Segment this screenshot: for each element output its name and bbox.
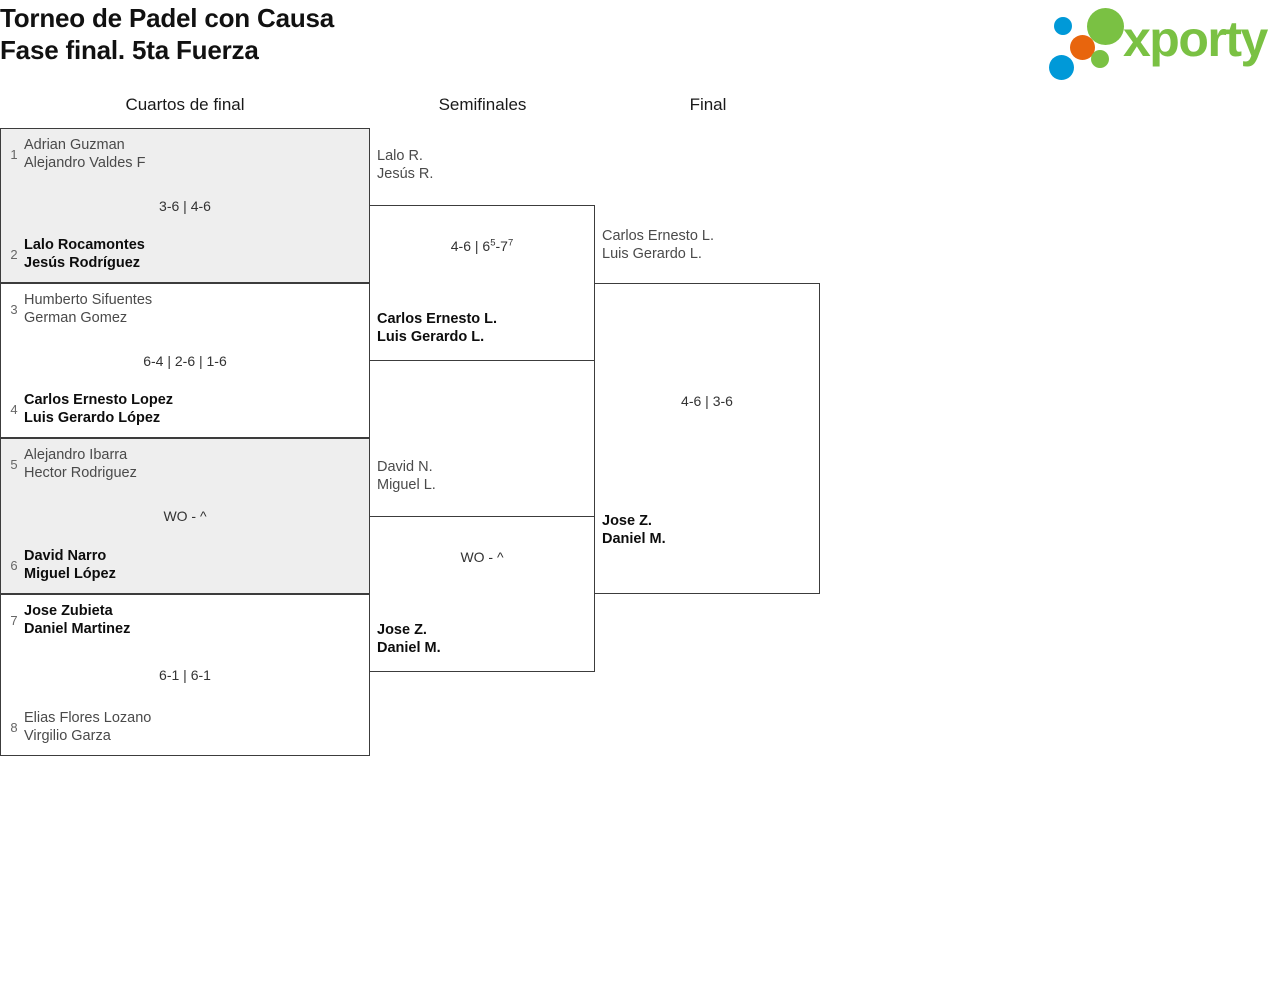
match-box-final[interactable] bbox=[594, 283, 820, 594]
player-name-1: David N. bbox=[377, 459, 433, 475]
seed-number: 7 bbox=[10, 612, 18, 628]
page-title: Torneo de Padel con Causa Fase final. 5t… bbox=[0, 2, 334, 66]
logo-dots-icon bbox=[1049, 6, 1135, 80]
seed-number: 2 bbox=[10, 246, 18, 262]
round-header-final: Final bbox=[689, 95, 727, 114]
tournament-phase: Fase final. 5ta Fuerza bbox=[0, 35, 259, 65]
logo-dot-green-small-icon bbox=[1091, 50, 1109, 68]
player-name-1: Jose Z. bbox=[602, 513, 652, 529]
team-final-bottom[interactable]: Jose Z. Daniel M. bbox=[602, 512, 666, 548]
logo-dot-blue-bottom-icon bbox=[1049, 55, 1074, 80]
player-name-1: Alejandro Ibarra bbox=[24, 447, 128, 463]
player-name-1: Carlos Ernesto L. bbox=[377, 311, 498, 327]
match-score: 6-4 | 2-6 | 1-6 bbox=[143, 352, 227, 369]
player-name-1: David Narro bbox=[24, 548, 107, 564]
player-name-2: Hector Rodriguez bbox=[24, 465, 137, 481]
logo-dot-blue-top-icon bbox=[1054, 17, 1072, 35]
player-name-2: Luis Gerardo López bbox=[24, 410, 161, 426]
player-name-2: Daniel M. bbox=[602, 531, 666, 547]
seed-number: 6 bbox=[10, 557, 18, 573]
player-name-2: Miguel López bbox=[24, 566, 116, 582]
seed-number: 1 bbox=[10, 146, 18, 162]
match-box-quarterfinal-1[interactable] bbox=[0, 128, 370, 283]
logo-dot-green-big-icon bbox=[1087, 8, 1124, 45]
player-name-1: Lalo R. bbox=[377, 148, 423, 164]
seed-number: 5 bbox=[10, 456, 18, 472]
match-box-semifinal-2[interactable] bbox=[369, 516, 595, 672]
player-name-1: Lalo Rocamontes bbox=[24, 237, 145, 253]
player-name-2: Virgilio Garza bbox=[24, 728, 111, 744]
match-score: WO - ^ bbox=[460, 549, 504, 565]
team-names: Carlos Ernesto L. Luis Gerardo L. bbox=[602, 227, 714, 263]
tournament-name: Torneo de Padel con Causa bbox=[0, 3, 335, 33]
round-header-semifinals: Semifinales bbox=[438, 95, 527, 114]
seed-number: 8 bbox=[10, 719, 18, 735]
match-box-quarterfinal-4[interactable] bbox=[0, 594, 370, 756]
xporty-logo[interactable]: xporty bbox=[1049, 6, 1277, 80]
team-names: Carlos Ernesto L. Luis Gerardo L. bbox=[377, 310, 497, 346]
player-name-1: Elias Flores Lozano bbox=[24, 710, 152, 726]
player-name-2: Daniel Martinez bbox=[24, 621, 131, 637]
player-name-1: Jose Zubieta bbox=[24, 603, 113, 619]
player-name-1: Jose Z. bbox=[377, 622, 427, 638]
match-score: 3-6 | 4-6 bbox=[159, 197, 211, 214]
team-names: Jose Z. Daniel M. bbox=[377, 621, 441, 657]
player-name-2: Luis Gerardo L. bbox=[377, 329, 485, 345]
team-names: Jose Z. Daniel M. bbox=[602, 512, 666, 548]
player-name-2: Alejandro Valdes F bbox=[24, 155, 146, 171]
match-score: 6-1 | 6-1 bbox=[159, 667, 211, 683]
player-name-1: Humberto Sifuentes bbox=[24, 292, 153, 308]
player-name-2: Miguel L. bbox=[377, 477, 436, 493]
match-score: 4-6 | 65-77 bbox=[450, 237, 514, 254]
seed-number: 3 bbox=[10, 301, 18, 317]
player-name-2: German Gomez bbox=[24, 310, 128, 326]
player-name-1: Adrian Guzman bbox=[24, 137, 125, 153]
player-name-2: Luis Gerardo L. bbox=[602, 246, 702, 262]
player-name-1: Carlos Ernesto L. bbox=[602, 228, 715, 244]
team-sf1-bottom[interactable]: Carlos Ernesto L. Luis Gerardo L. bbox=[377, 310, 497, 346]
player-name-1: Carlos Ernesto Lopez bbox=[24, 392, 174, 408]
match-score: WO - ^ bbox=[163, 508, 207, 524]
match-box-quarterfinal-2[interactable] bbox=[0, 283, 370, 438]
round-header-quarterfinals: Cuartos de final bbox=[125, 95, 245, 114]
player-name-2: Daniel M. bbox=[377, 640, 441, 656]
logo-wordmark: xporty bbox=[1123, 11, 1268, 67]
match-score: 4-6 | 3-6 bbox=[681, 393, 733, 409]
team-names: David N. Miguel L. bbox=[377, 458, 436, 494]
seed-number: 4 bbox=[10, 401, 18, 417]
player-name-2: Jesús R. bbox=[377, 166, 434, 182]
team-names: Lalo R. Jesús R. bbox=[377, 147, 433, 183]
logo-dot-orange-icon bbox=[1070, 35, 1095, 60]
player-name-2: Jesús Rodríguez bbox=[24, 255, 141, 271]
team-sf2-bottom[interactable]: Jose Z. Daniel M. bbox=[377, 621, 441, 657]
team-sf2-top[interactable]: David N. Miguel L. bbox=[377, 458, 436, 494]
team-final-top[interactable]: Carlos Ernesto L. Luis Gerardo L. bbox=[602, 227, 714, 263]
page-header: Torneo de Padel con Causa Fase final. 5t… bbox=[0, 0, 1280, 80]
team-sf1-top[interactable]: Lalo R. Jesús R. bbox=[377, 147, 433, 183]
match-box-semifinal-1[interactable] bbox=[369, 205, 595, 361]
